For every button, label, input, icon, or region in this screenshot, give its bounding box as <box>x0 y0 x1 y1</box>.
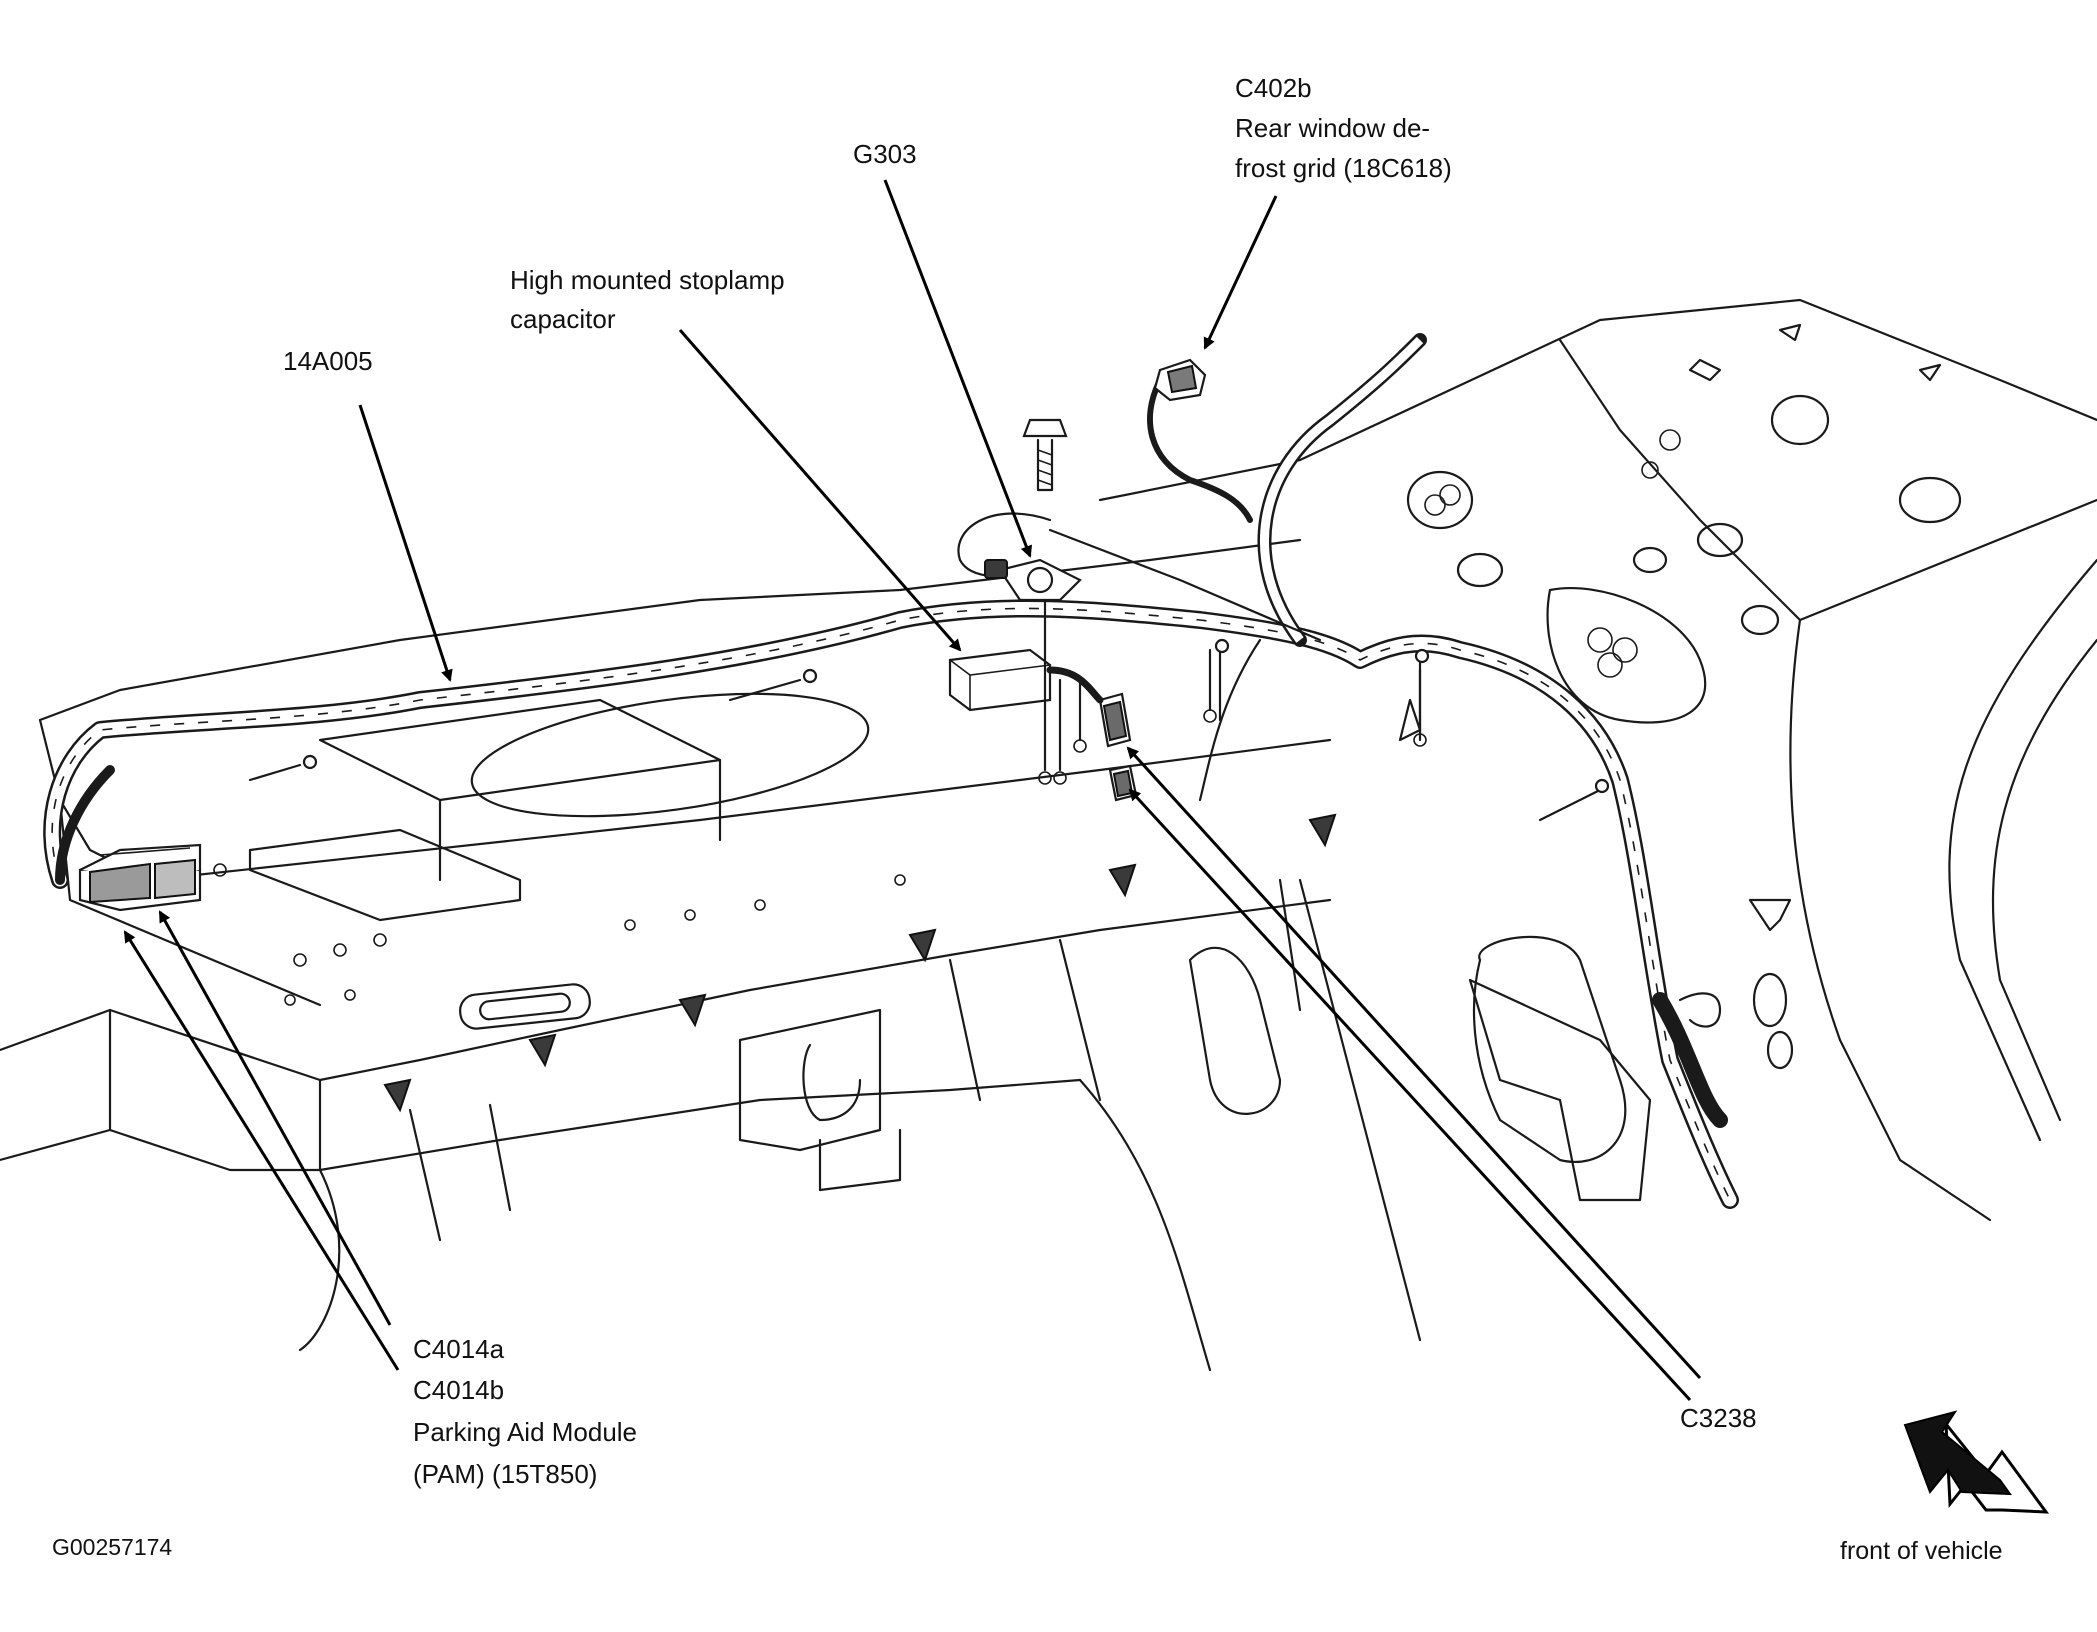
tray-studs <box>1053 648 1427 785</box>
label-c402b: C402b <box>1235 73 1312 103</box>
label-rear-window-line2: frost grid (18C618) <box>1235 153 1452 183</box>
label-g303: G303 <box>853 139 917 169</box>
c3238-connector <box>1046 666 1138 802</box>
label-c4014a: C4014a <box>413 1334 505 1364</box>
stoplamp-capacitor <box>948 648 1052 712</box>
label-hmsl-line2: capacitor <box>510 304 616 334</box>
label-front-of-vehicle: front of vehicle <box>1840 1537 2003 1565</box>
g303-ground <box>984 418 1082 785</box>
label-hmsl-line1: High mounted stoplamp <box>510 265 785 295</box>
wiring-harness-14a005 <box>43 333 1739 1209</box>
parking-aid-module-connectors <box>78 843 202 912</box>
package-tray <box>0 538 1422 1372</box>
body-side-panel <box>1098 298 2097 1222</box>
label-pam-line2: (PAM) (15T850) <box>413 1459 598 1489</box>
label-pam-line1: Parking Aid Module <box>413 1417 638 1447</box>
leader-lines <box>123 179 1702 1402</box>
front-of-vehicle-arrow-icon <box>1903 1410 2050 1514</box>
label-harness-14a005: 14A005 <box>283 346 373 376</box>
figure-id: G00257174 <box>52 1534 173 1560</box>
label-c4014b: C4014b <box>413 1375 505 1405</box>
label-rear-window-line1: Rear window de- <box>1235 113 1431 143</box>
c402b-connector <box>1153 358 1207 402</box>
label-c3238: C3238 <box>1680 1403 1757 1433</box>
